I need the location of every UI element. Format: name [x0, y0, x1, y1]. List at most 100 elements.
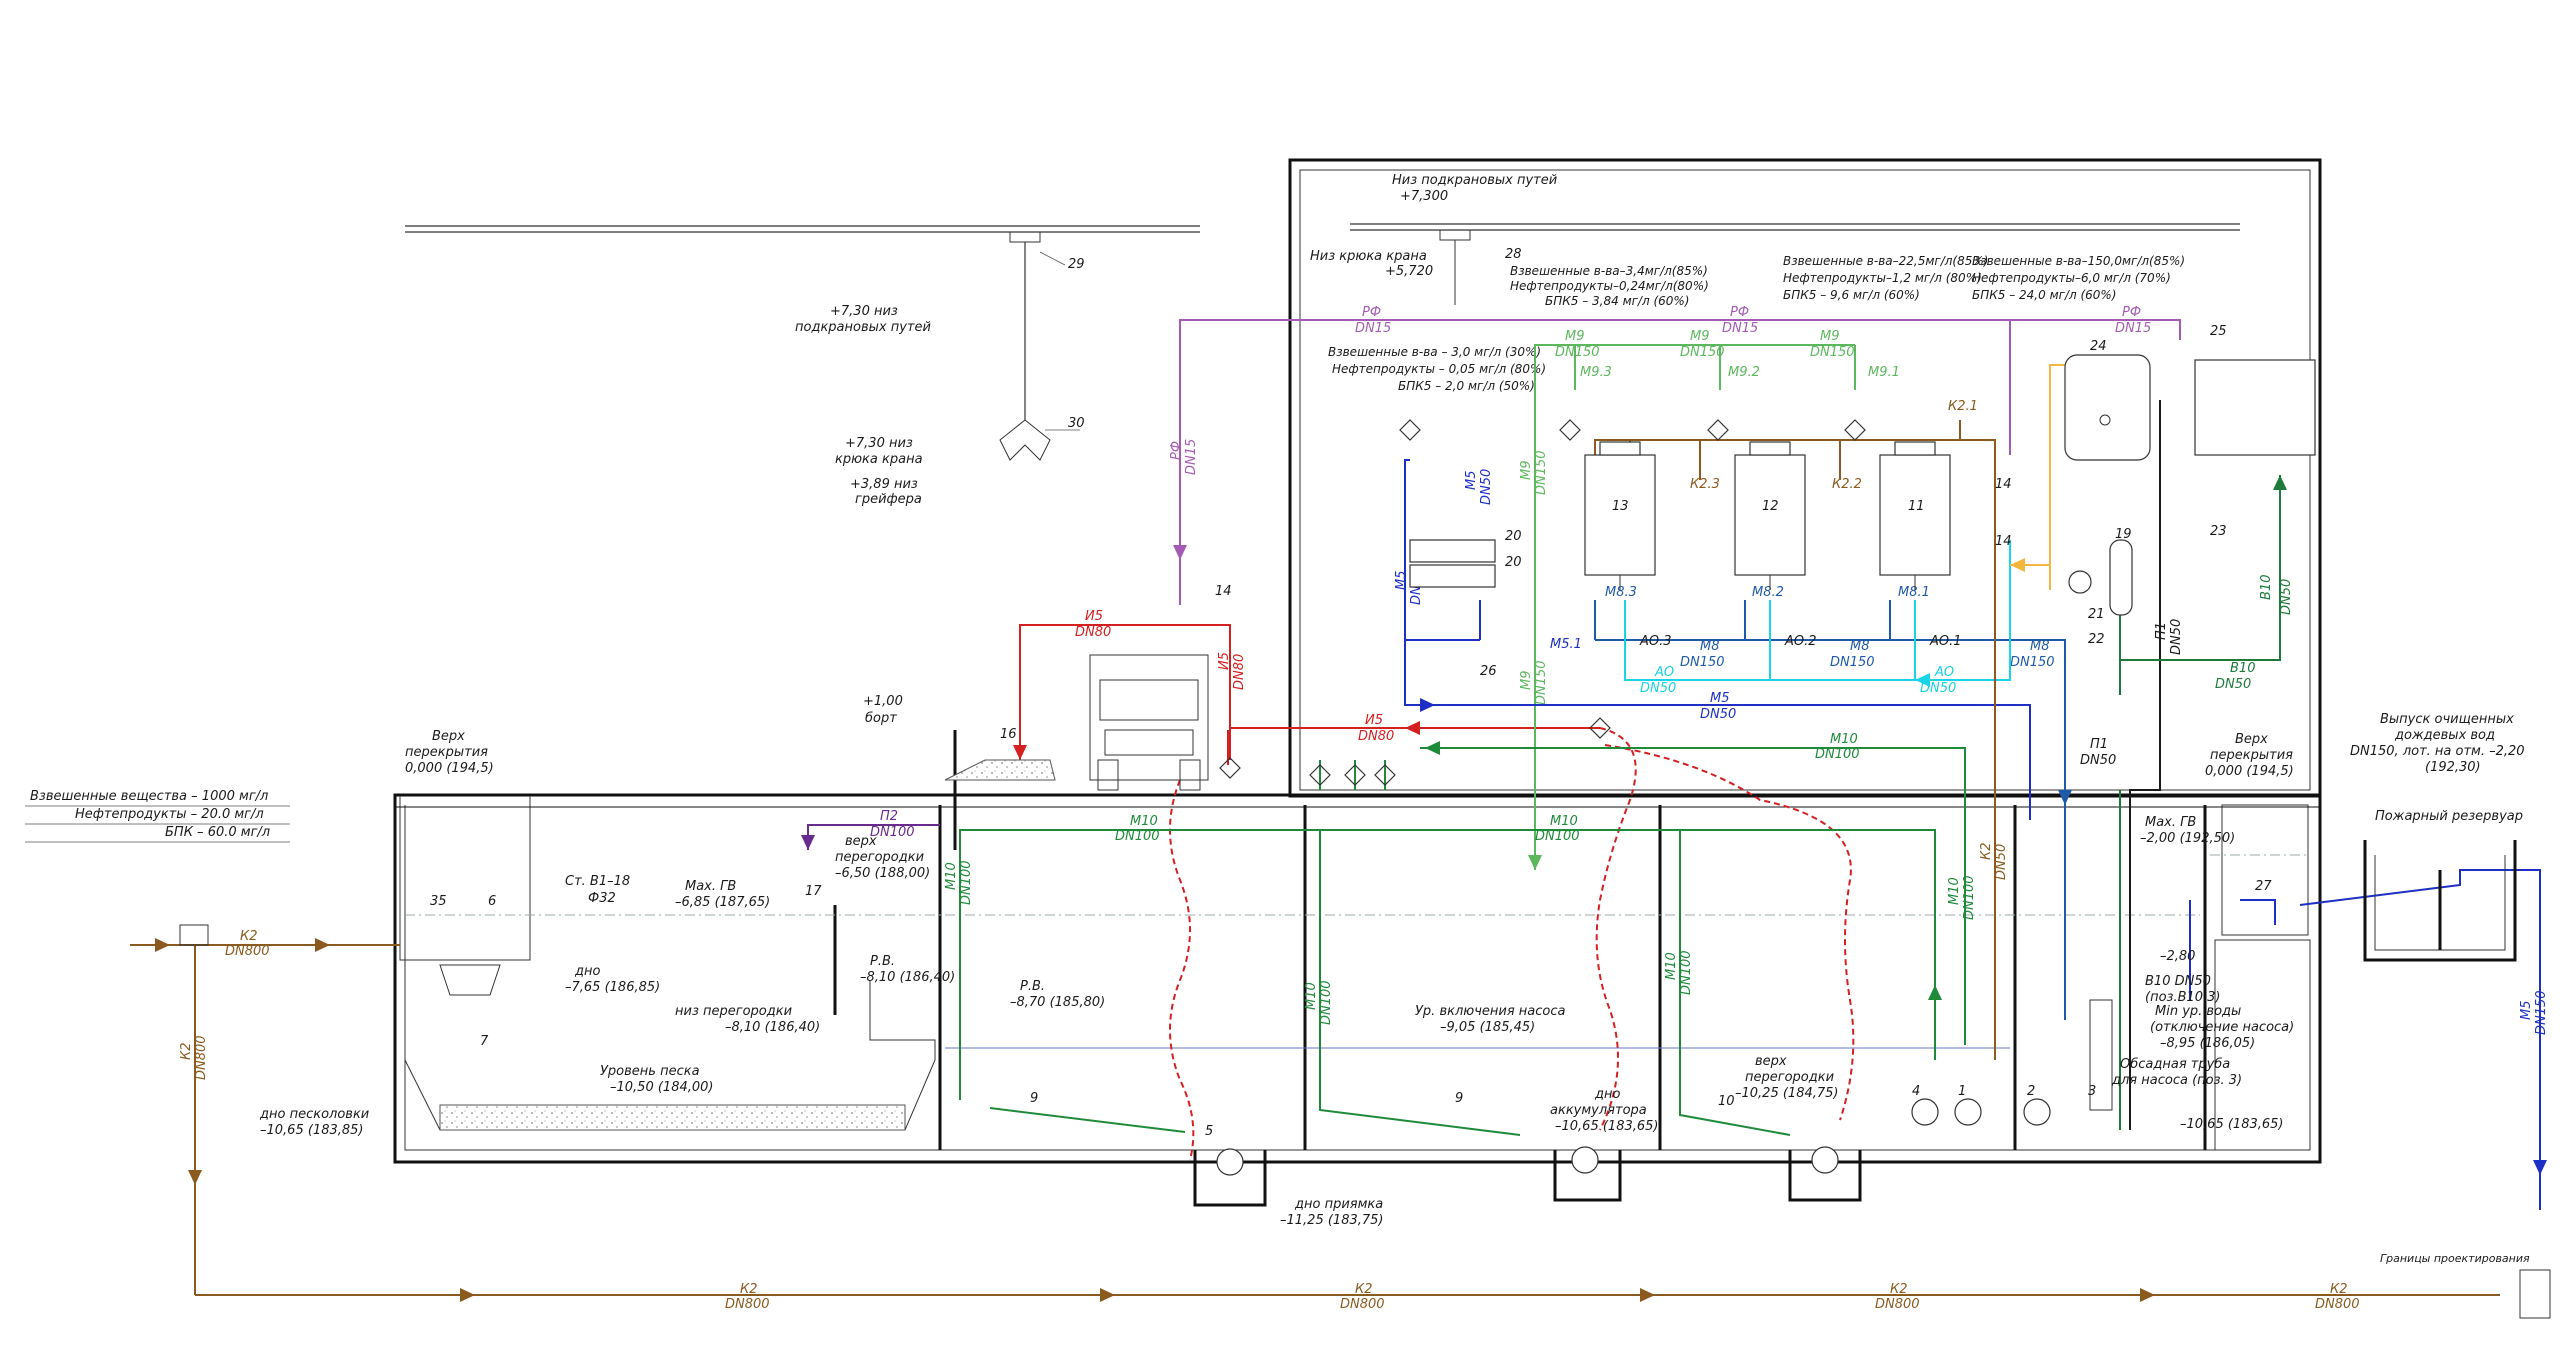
pipe-k2-main — [130, 770, 2500, 1296]
svg-text:–10,65 (183,65): –10,65 (183,65) — [1555, 1119, 1658, 1134]
svg-text:перекрытия: перекрытия — [405, 745, 488, 760]
svg-text:дно приямка: дно приямка — [1294, 1197, 1383, 1212]
svg-text:Нефтепродукты–6,0 мг/л (70%): Нефтепродукты–6,0 мг/л (70%) — [1972, 271, 2171, 285]
label-dn100-v2: DN100 — [1319, 980, 1334, 1025]
svg-text:(192,30): (192,30) — [2425, 760, 2481, 775]
label-k2-b: К2 — [740, 1282, 758, 1297]
arrow-m8 — [2058, 790, 2072, 805]
svg-text:Взвешенные в-ва–150,0мг/л(85%): Взвешенные в-ва–150,0мг/л(85%) — [1972, 254, 2185, 268]
label-dn150-v2: DN150 — [1534, 660, 1549, 705]
label-m9-1: М9.1 — [1868, 365, 1900, 380]
label-is-2: И5 — [1365, 713, 1383, 728]
label-k2-3: К2.3 — [1690, 477, 1720, 492]
svg-text:аккумулятора: аккумулятора — [1550, 1103, 1647, 1118]
valves — [1219, 419, 1866, 786]
label-dn800-b: DN800 — [725, 1297, 770, 1312]
svg-text:Границы проектирования: Границы проектирования — [2380, 1252, 2530, 1265]
svg-text:25: 25 — [2210, 324, 2227, 339]
label-k2-vert: К2 — [179, 1042, 194, 1060]
svg-text:21: 21 — [2088, 607, 2105, 622]
label-m10-v4: М10 — [1947, 877, 1962, 905]
arrow-rf — [1173, 545, 1187, 560]
label-m8-c: М8 — [2030, 639, 2050, 654]
svg-text:Нефтепродукты–1,2 мг/л (80%): Нефтепродукты–1,2 мг/л (80%) — [1783, 271, 1982, 285]
label-dn50-p1: DN50 — [2080, 753, 2116, 768]
label-ao-a: АО — [1654, 665, 1674, 680]
svg-text:–10,65 (183,85): –10,65 (183,85) — [260, 1123, 363, 1138]
label-m8-2: М8.2 — [1752, 585, 1784, 600]
label-4: 4 — [1912, 1084, 1920, 1099]
label-dn100-c: DN100 — [1815, 747, 1860, 762]
arrow-m5-2 — [2533, 1160, 2547, 1175]
pipe-m5 — [1404, 459, 2541, 1210]
svg-text:БПК5 – 3,84 мг/л (60%): БПК5 – 3,84 мг/л (60%) — [1545, 294, 1690, 308]
label-dn15-3: DN15 — [2115, 321, 2151, 336]
label-26: 26 — [1480, 664, 1497, 679]
arrow-k2-6 — [1640, 1288, 1655, 1302]
svg-text:Р.В.: Р.В. — [870, 954, 895, 969]
label-dn50-p1-v: DN50 — [2169, 619, 2184, 655]
svg-text:верх: верх — [1755, 1054, 1787, 1069]
pipe-m9 — [1534, 344, 1856, 870]
label-dn15-2: DN15 — [1722, 321, 1758, 336]
label-m5-1: М5.1 — [1550, 637, 1582, 652]
label-7: 7 — [480, 1034, 489, 1049]
svg-text:–11,25 (183,75): –11,25 (183,75) — [1280, 1213, 1383, 1228]
label-dn100-v1: DN100 — [959, 860, 974, 905]
svg-text:Мах. ГВ: Мах. ГВ — [685, 879, 736, 894]
label-m10-v3: М10 — [1664, 952, 1679, 980]
svg-text:борт: борт — [865, 711, 897, 726]
arrow-k2-2 — [315, 938, 330, 952]
svg-text:дно: дно — [1594, 1087, 1620, 1102]
label-17: 17 — [805, 884, 822, 899]
svg-text:дно песколовки: дно песколовки — [259, 1107, 369, 1122]
svg-text:–8,10 (186,40): –8,10 (186,40) — [725, 1020, 820, 1035]
svg-text:24: 24 — [2090, 339, 2107, 354]
label-dn100-v4: DN100 — [1962, 875, 1977, 920]
label-1: 1 — [1958, 1084, 1966, 1099]
label-m5-v: М5 — [1394, 571, 1409, 591]
svg-text:12: 12 — [1762, 499, 1779, 514]
svg-text:(отключение насоса): (отключение насоса) — [2150, 1020, 2294, 1035]
svg-text:Ур. включения насоса: Ур. включения насоса — [1415, 1004, 1565, 1019]
arrow-k2-7 — [2140, 1288, 2155, 1302]
truck — [1089, 654, 1209, 791]
label-dn50-v10-h: DN50 — [2215, 677, 2251, 692]
label-35: 35 — [430, 894, 447, 909]
label-k2-1: К2.1 — [1948, 399, 1978, 414]
tank-19: 19 21 22 23 — [2068, 524, 2227, 647]
label-14b: 14 — [1995, 534, 2012, 549]
svg-text:Мах. ГВ: Мах. ГВ — [2145, 815, 2196, 830]
label-29: 29 — [1068, 257, 1085, 272]
hook-label: +7,30 низ — [845, 436, 913, 451]
svg-text:Взвешенные в-ва–22,5мг/л(85%): Взвешенные в-ва–22,5мг/л(85%) — [1783, 254, 1988, 268]
label-dn50-ao-a: DN50 — [1640, 681, 1676, 696]
svg-text:дно: дно — [574, 964, 600, 979]
label-m9-a: М9 — [1565, 329, 1585, 344]
label-k2-branch-v: К2 — [1979, 842, 1994, 860]
label-v10-h: В10 — [2230, 661, 2255, 676]
svg-text:DN150, лот. на отм. –2,20: DN150, лот. на отм. –2,20 — [2350, 744, 2525, 759]
svg-text:Обсадная труба: Обсадная труба — [2120, 1057, 2230, 1072]
label-k2-e: К2 — [2330, 1282, 2348, 1297]
label-dn150-m8a: DN150 — [1680, 655, 1725, 670]
svg-text:БПК5 – 2,0 мг/л (50%): БПК5 – 2,0 мг/л (50%) — [1398, 379, 1535, 393]
quality-block-3: Взвешенные в-ва–150,0мг/л(85%) Нефтепрод… — [1972, 254, 2185, 302]
svg-text:верх: верх — [845, 834, 877, 849]
label-dn80: DN80 — [1075, 625, 1111, 640]
label-m8-3: М8.3 — [1605, 585, 1637, 600]
svg-text:БПК – 60.0 мг/л: БПК – 60.0 мг/л — [165, 825, 270, 840]
label-14a: 14 — [1995, 477, 2012, 492]
pipe-rf — [1179, 319, 2181, 605]
water-levels — [405, 854, 2310, 1049]
grab-label: +3,89 низ — [850, 477, 918, 492]
label-rf-3: РФ — [2122, 305, 2141, 320]
svg-text:–2,80: –2,80 — [2160, 949, 2195, 964]
label-m10-c: М10 — [1830, 732, 1858, 747]
svg-text:БПК5 – 24,0 мг/л (60%): БПК5 – 24,0 мг/л (60%) — [1972, 288, 2117, 302]
svg-text:–8,70 (185,80): –8,70 (185,80) — [1010, 995, 1105, 1010]
svg-text:–6,50 (188,00): –6,50 (188,00) — [835, 866, 930, 881]
svg-text:Уровень песка: Уровень песка — [600, 1064, 700, 1079]
label-dn150-m8b: DN150 — [1830, 655, 1875, 670]
